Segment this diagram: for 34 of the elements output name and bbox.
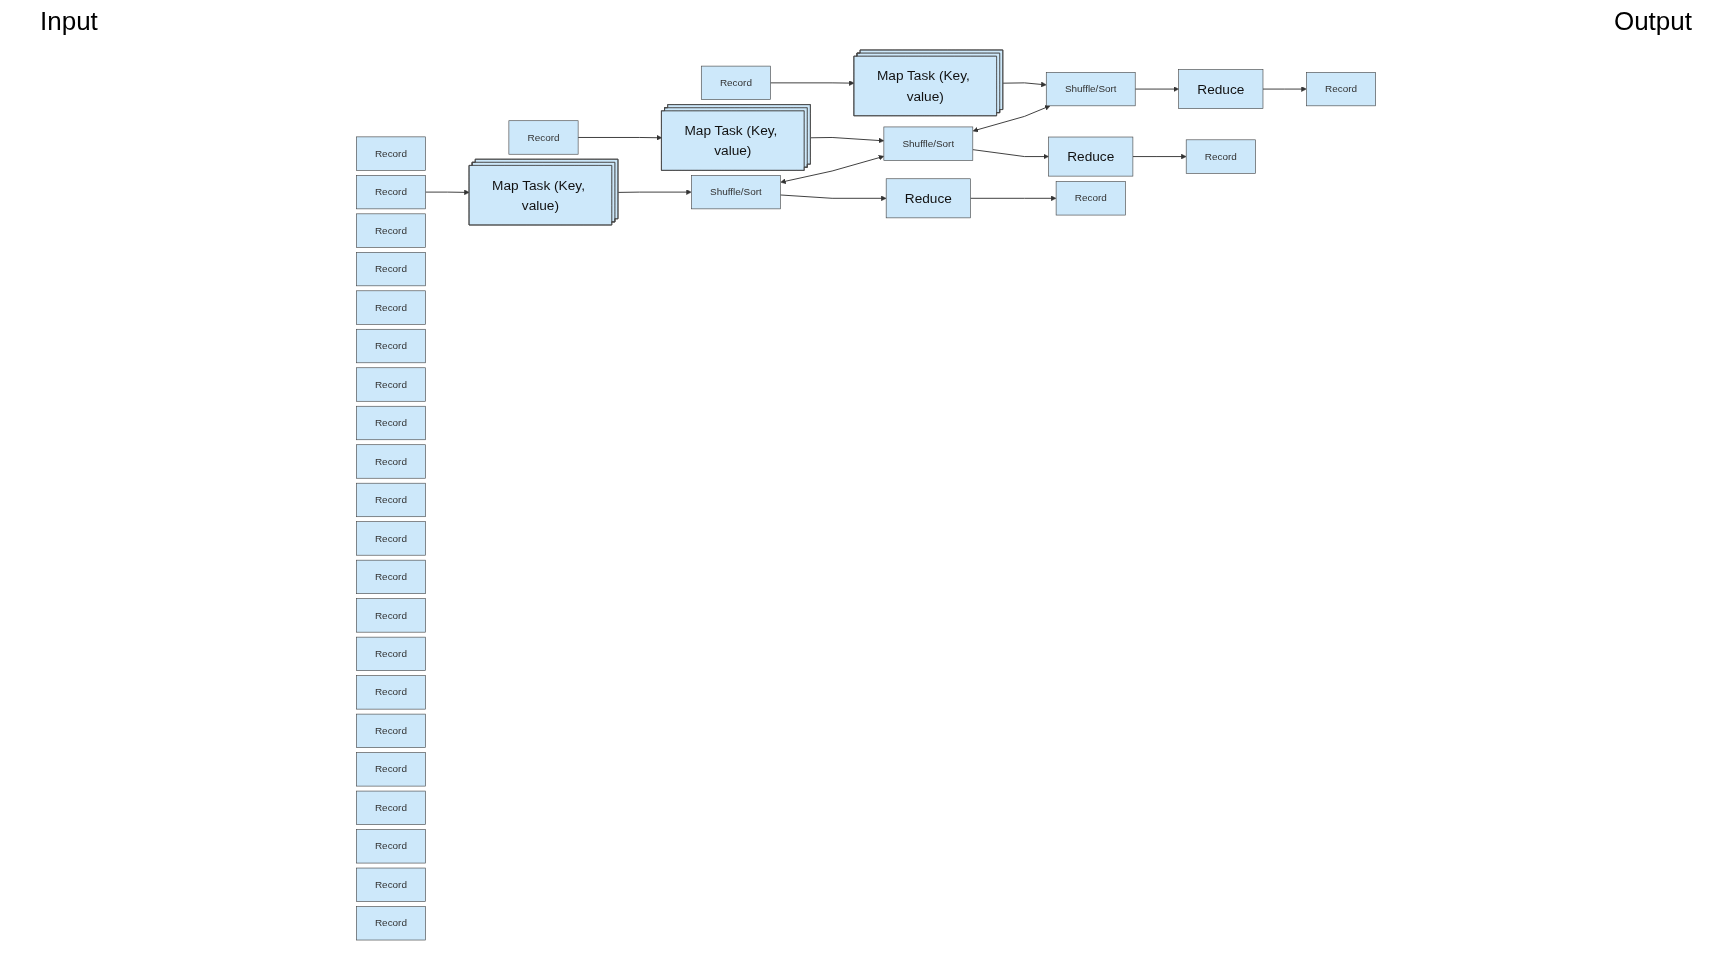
node-box: Record <box>356 867 426 902</box>
node-box: Record <box>1185 139 1256 174</box>
node-box: Record <box>356 559 426 594</box>
node-box: Reduce <box>885 177 971 218</box>
node-box: Record <box>356 482 426 517</box>
node-box: Record <box>356 520 426 555</box>
node-box: Record <box>356 790 426 825</box>
node-box: Record <box>356 251 426 286</box>
node-box: Record <box>356 328 426 363</box>
node-box: Record <box>356 751 426 786</box>
node-box: Record <box>356 597 426 632</box>
node-box: Record <box>356 443 426 479</box>
column-heading: Input <box>40 6 98 38</box>
node-box: Record <box>356 366 426 402</box>
node-box: Shuffle/Sort <box>1045 71 1136 106</box>
node-box: Reduce <box>1178 68 1264 109</box>
node-box: Record <box>356 674 426 709</box>
node-box: Record <box>701 65 771 100</box>
node-box: Record <box>356 713 426 748</box>
node-box: Record <box>356 290 426 325</box>
node-box: Reduce <box>1048 136 1134 176</box>
node-box: Record <box>356 174 426 209</box>
node-box: Shuffle/Sort <box>883 126 974 161</box>
node-box: Record <box>356 828 426 863</box>
node-box: Record <box>356 136 426 171</box>
node-box: Record <box>356 636 426 671</box>
node-box: Shuffle/Sort <box>691 174 781 209</box>
node-box: Record <box>1055 180 1126 215</box>
node-box: Record <box>1306 71 1376 106</box>
node-box: Record <box>356 213 426 248</box>
node-box: Record <box>356 405 426 440</box>
column-heading: Output <box>1613 6 1692 38</box>
node-box: Record <box>356 905 426 940</box>
node-box: Record <box>508 119 579 155</box>
